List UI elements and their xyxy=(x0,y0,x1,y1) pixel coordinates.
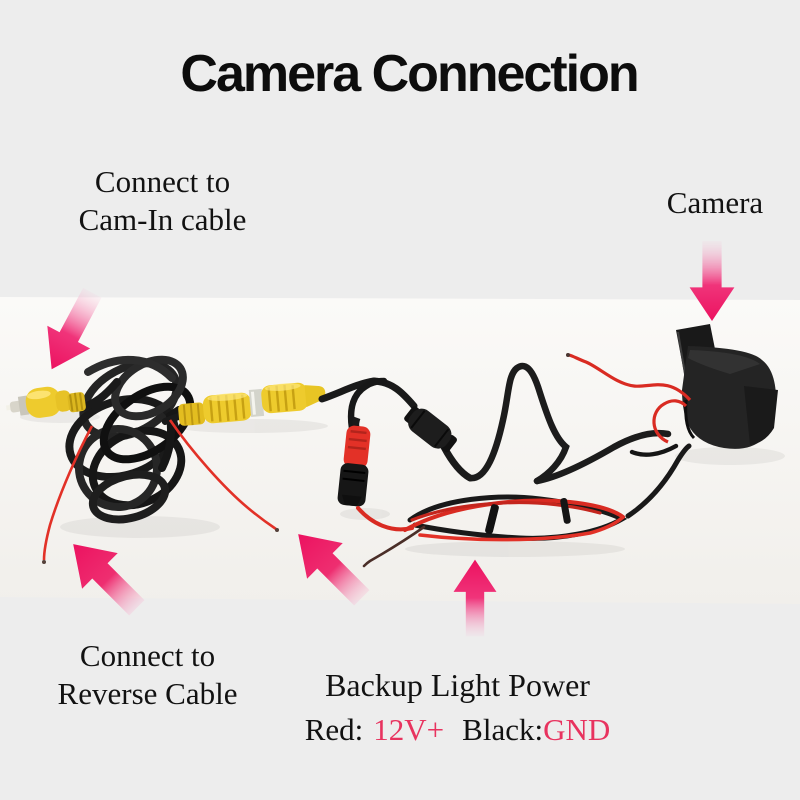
yellow-rca-plug xyxy=(5,386,86,418)
label-cam-in: Connect to Cam-In cable xyxy=(25,163,300,239)
rca-coupler-joined xyxy=(161,382,326,426)
label-black: Black: xyxy=(462,712,544,747)
camera-red-wire xyxy=(566,353,692,444)
camera-black-wire xyxy=(629,443,679,457)
value-black: GND xyxy=(543,712,611,747)
red-trigger-wire-middle xyxy=(168,419,279,532)
power-wire-coil xyxy=(356,443,692,568)
red-trigger-wire-left xyxy=(42,425,94,564)
inline-filter-module xyxy=(404,406,457,453)
label-camera: Camera xyxy=(666,185,764,220)
camera-unit xyxy=(676,324,778,449)
label-red: Red: xyxy=(304,712,364,747)
label-power-spec: Red: 12V+ Black:GND xyxy=(240,711,675,749)
label-reverse-line2: Reverse Cable xyxy=(57,676,238,711)
red-power-connector xyxy=(337,416,371,507)
page-title: Camera Connection xyxy=(180,45,639,103)
label-cam-in-line2: Cam-In cable xyxy=(78,202,247,237)
label-reverse-line1: Connect to xyxy=(79,638,216,673)
video-power-y-cable xyxy=(318,362,672,485)
value-red: 12V+ xyxy=(373,712,445,747)
label-backup-power: Backup Light Power xyxy=(325,667,590,703)
label-cam-in-line1: Connect to xyxy=(94,164,231,199)
label-reverse: Connect to Reverse Cable xyxy=(15,637,280,713)
